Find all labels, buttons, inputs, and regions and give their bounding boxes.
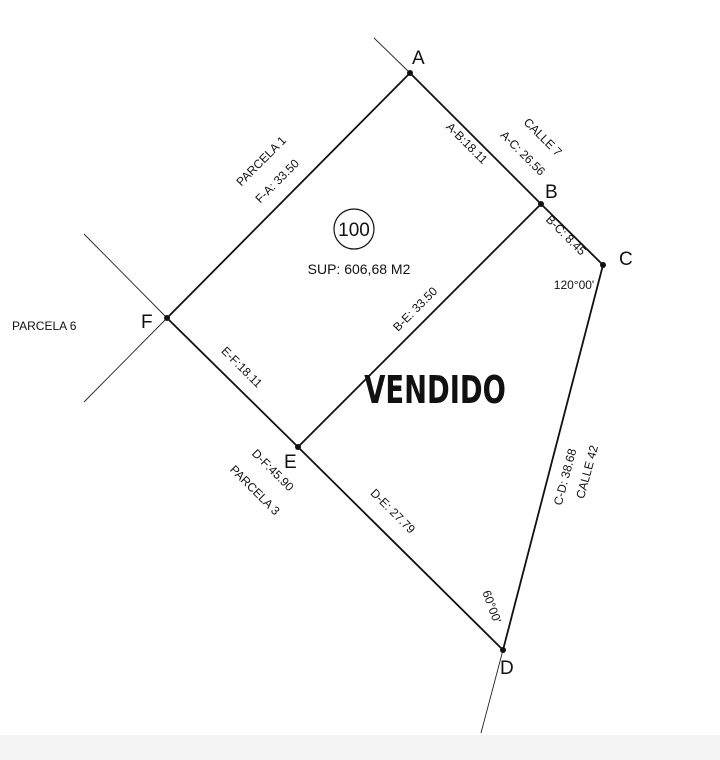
vertex-e	[295, 444, 301, 450]
boundary-e-d	[297, 446, 504, 651]
vertex-c	[600, 262, 606, 268]
dim-a-b: A-B:18.11	[443, 120, 490, 167]
dim-b-c: B-C: 8.45	[543, 212, 589, 258]
dim-e-f: E-F:18.11	[219, 344, 266, 391]
boundary-b-c	[540, 203, 604, 266]
extension-line-d	[480, 649, 504, 734]
vertex-a	[407, 70, 413, 76]
lot-number: 100	[338, 220, 370, 241]
point-label-f: F	[141, 312, 153, 333]
angle-c: 120°00'	[554, 278, 594, 292]
lot-number-circle	[333, 208, 375, 250]
point-label-b: B	[545, 182, 558, 203]
point-label-a: A	[412, 48, 425, 69]
vertex-f	[164, 315, 170, 321]
point-label-d: D	[500, 658, 514, 679]
boundary-f-e	[166, 317, 299, 448]
bottom-band	[0, 735, 720, 760]
extension-line-a	[373, 37, 411, 74]
sold-label: VENDIDO	[364, 367, 506, 412]
boundary-f-a	[166, 72, 411, 319]
vertex-d	[500, 647, 506, 653]
boundary-a-b	[409, 72, 542, 205]
dim-b-e: B-E: 33.50	[390, 284, 440, 334]
boundary-c-d	[502, 264, 604, 651]
point-label-c: C	[619, 249, 633, 270]
boundary-b-e	[297, 203, 542, 448]
point-label-e: E	[284, 452, 297, 473]
angle-d: 60°00'	[479, 588, 504, 625]
dim-d-e: D-E: 27.79	[368, 486, 419, 537]
extension-line-f-upper	[83, 233, 168, 319]
vertex-b	[538, 201, 544, 207]
extension-line-f-lower	[83, 317, 168, 403]
neighbor-parcela-6: PARCELA 6	[12, 319, 77, 333]
lot-area: SUP: 606,68 M2	[308, 261, 411, 277]
